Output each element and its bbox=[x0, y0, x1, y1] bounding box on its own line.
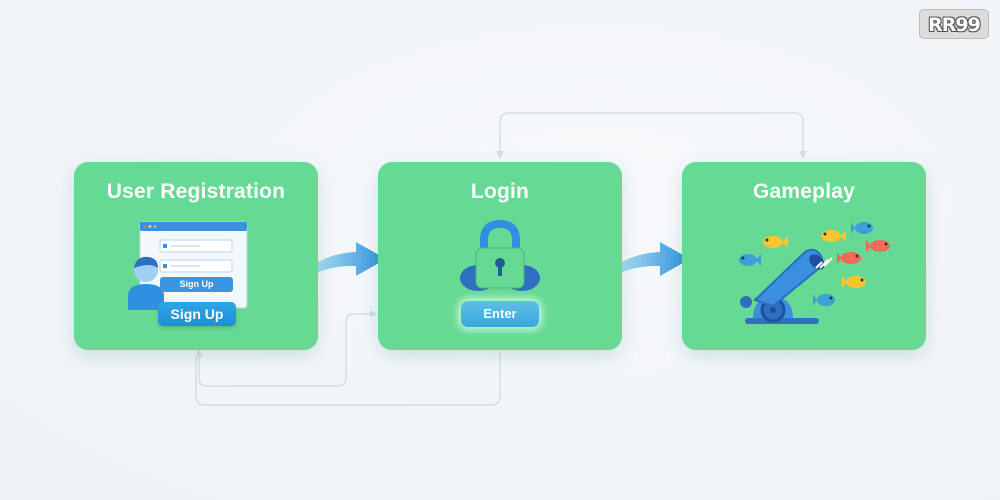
user-avatar-icon bbox=[128, 256, 164, 310]
fish-icon bbox=[813, 294, 835, 306]
connector-arrowhead-gameplay bbox=[799, 151, 807, 159]
fish-icon bbox=[837, 252, 861, 264]
registration-title: User Registration bbox=[106, 180, 286, 203]
connector-registration-login-inner bbox=[198, 313, 376, 387]
fish-icon bbox=[842, 276, 866, 288]
brand-logo: RR99 bbox=[919, 9, 989, 39]
flow-arrow-1 bbox=[297, 242, 386, 284]
connector-arrowhead-registration bbox=[195, 349, 203, 357]
gameplay-title: Gameplay bbox=[753, 180, 855, 203]
fish-icon bbox=[821, 230, 846, 242]
connector-arrowhead-login-left bbox=[370, 310, 377, 318]
signup-button[interactable]: Sign Up bbox=[158, 302, 236, 326]
connector-arrowhead-login bbox=[496, 151, 504, 159]
fish-icon bbox=[763, 236, 788, 248]
brand-logo-text: RR99 bbox=[928, 14, 981, 36]
connector-login-registration-outer bbox=[195, 352, 501, 406]
fish-icon bbox=[851, 222, 873, 234]
padlock-icon bbox=[460, 220, 540, 291]
fish-icon bbox=[866, 240, 890, 252]
connector-login-gameplay bbox=[499, 112, 804, 158]
fish-icon bbox=[739, 254, 761, 266]
flow-arrow-2 bbox=[601, 242, 690, 284]
form-signup-button[interactable]: Sign Up bbox=[160, 277, 233, 292]
enter-button[interactable]: Enter bbox=[461, 301, 539, 327]
cannon-icon bbox=[740, 248, 825, 324]
login-title: Login bbox=[470, 180, 530, 203]
splash-marks bbox=[815, 257, 833, 269]
